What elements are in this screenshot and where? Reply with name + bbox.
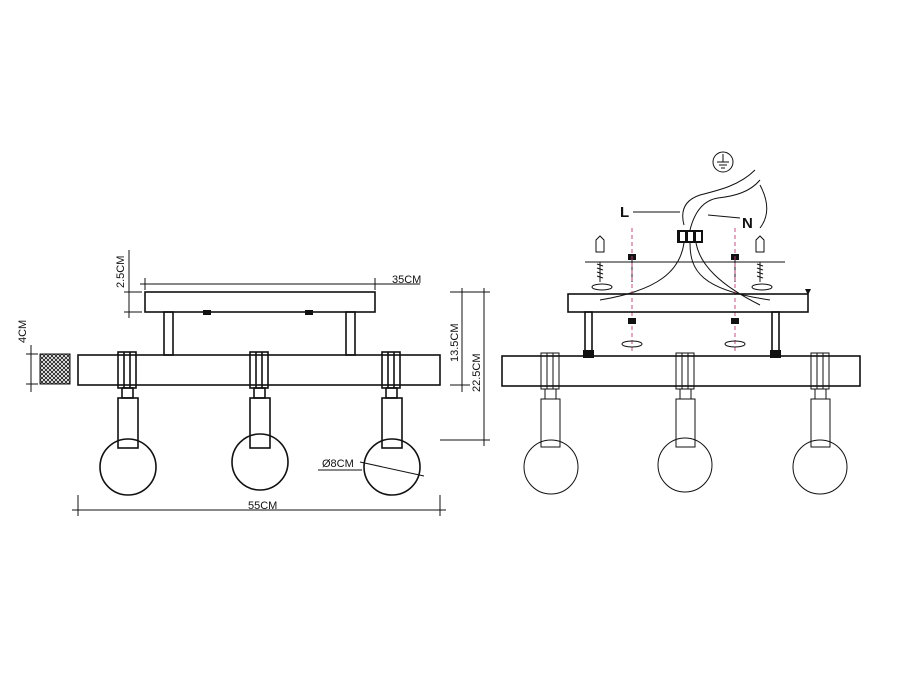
clamp-install-3 bbox=[810, 352, 830, 390]
bulb-install-3 bbox=[792, 388, 848, 495]
internal-wires bbox=[599, 242, 771, 306]
neutral-label: N bbox=[742, 215, 753, 232]
clamp-install-2 bbox=[675, 352, 695, 390]
dim-vertical bbox=[440, 288, 490, 446]
main-bar-install bbox=[501, 355, 861, 387]
main-bar bbox=[77, 354, 441, 386]
dim-canopy-width-label: 35CM bbox=[392, 274, 421, 286]
right-view: L N bbox=[501, 151, 861, 495]
wall-plug-right bbox=[755, 235, 765, 282]
bar-section-swatch bbox=[39, 353, 71, 385]
canopy-plate bbox=[144, 291, 376, 313]
canopy-screw-left bbox=[203, 310, 211, 315]
ground-symbol-lines bbox=[717, 154, 729, 169]
post-left bbox=[163, 311, 174, 356]
bulb-install-2 bbox=[657, 388, 713, 493]
dim-drop-height-label: 13.5CM bbox=[449, 323, 461, 362]
dim-bulb-diameter-label: Ø8CM bbox=[322, 458, 354, 470]
clamp-1 bbox=[117, 351, 137, 389]
bulb-2 bbox=[231, 387, 289, 491]
terminal-block bbox=[677, 230, 703, 243]
dim-canopy-height-label: 2.5CM bbox=[115, 256, 127, 288]
dim-total-height-label: 22.5CM bbox=[471, 353, 483, 392]
cap-right bbox=[724, 340, 746, 348]
clamp-2 bbox=[249, 351, 269, 389]
dim-canopy-height bbox=[124, 250, 142, 318]
dim-bar-section bbox=[26, 345, 38, 392]
ground-symbol-icon bbox=[712, 151, 734, 173]
washer-right bbox=[751, 283, 773, 291]
dim-total-width bbox=[72, 495, 446, 516]
bulb-3 bbox=[363, 387, 421, 496]
bulb-1 bbox=[99, 387, 157, 496]
dim-canopy-width bbox=[140, 278, 420, 290]
left-view: 4CM 2.5CM 35CM 13.5CM 22.5CM Ø8CM bbox=[17, 250, 490, 516]
canopy-plate-install bbox=[567, 293, 809, 313]
dim-total-width-label: 55CM bbox=[248, 500, 277, 512]
wall-plug-left bbox=[595, 235, 605, 282]
cap-left bbox=[621, 340, 643, 348]
bulb-install-1 bbox=[523, 388, 579, 495]
clamp-3 bbox=[381, 351, 401, 389]
neutral-leader bbox=[707, 214, 741, 219]
clamp-install-1 bbox=[540, 352, 560, 390]
dim-bulb-diameter bbox=[318, 461, 425, 477]
rod-right bbox=[770, 311, 781, 358]
rod-left bbox=[583, 311, 594, 358]
mains-cable bbox=[682, 169, 768, 231]
live-label: L bbox=[620, 204, 629, 221]
dim-bar-section-label: 4CM bbox=[17, 320, 29, 343]
washer-left bbox=[591, 283, 613, 291]
nut-right bbox=[731, 318, 739, 324]
nut-left bbox=[628, 318, 636, 324]
post-right bbox=[345, 311, 356, 356]
canopy-screw-right bbox=[305, 310, 313, 315]
